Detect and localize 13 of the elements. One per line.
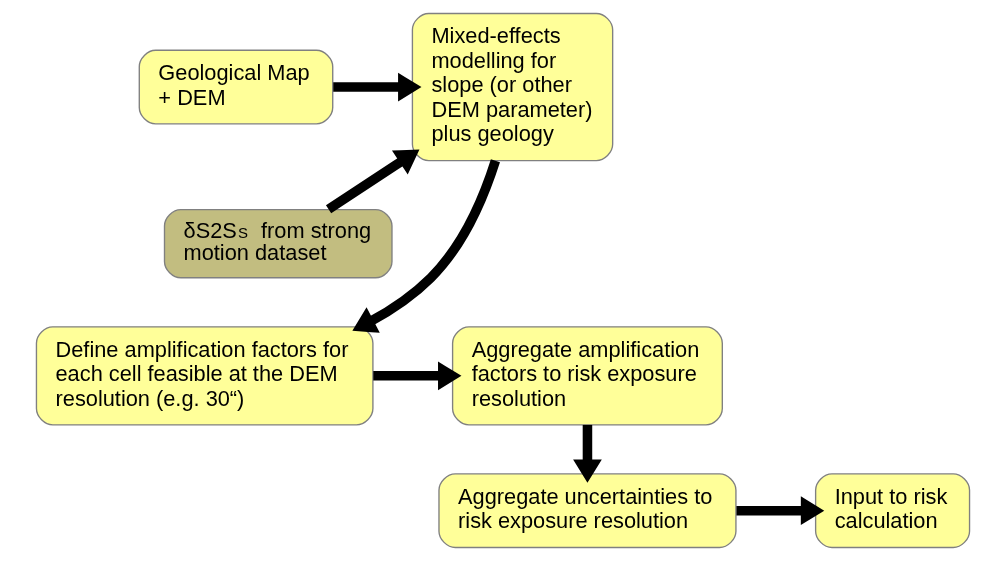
node-box: Define amplification factors for each cell feasible at the DEM resolution (e.g. 30“) [35,326,374,426]
node-box: δS2SS from strong motion dataset [163,209,393,279]
node-box: Aggregate amplification factors to risk exposure resolution [451,326,723,426]
arrow [736,496,825,526]
node-box: Geological Map + DEM [138,49,334,125]
arrow [352,159,500,333]
arrow [325,149,420,214]
node-box: Aggregate uncertainties to risk exposure resolution [438,473,737,549]
arrow [573,424,602,483]
arrow [333,72,422,102]
node-box: Input to risk calculation [814,473,971,549]
arrow [373,361,462,391]
node-box: Mixed-effects modelling for slope (or other DEM parameter) plus geology [411,12,614,162]
